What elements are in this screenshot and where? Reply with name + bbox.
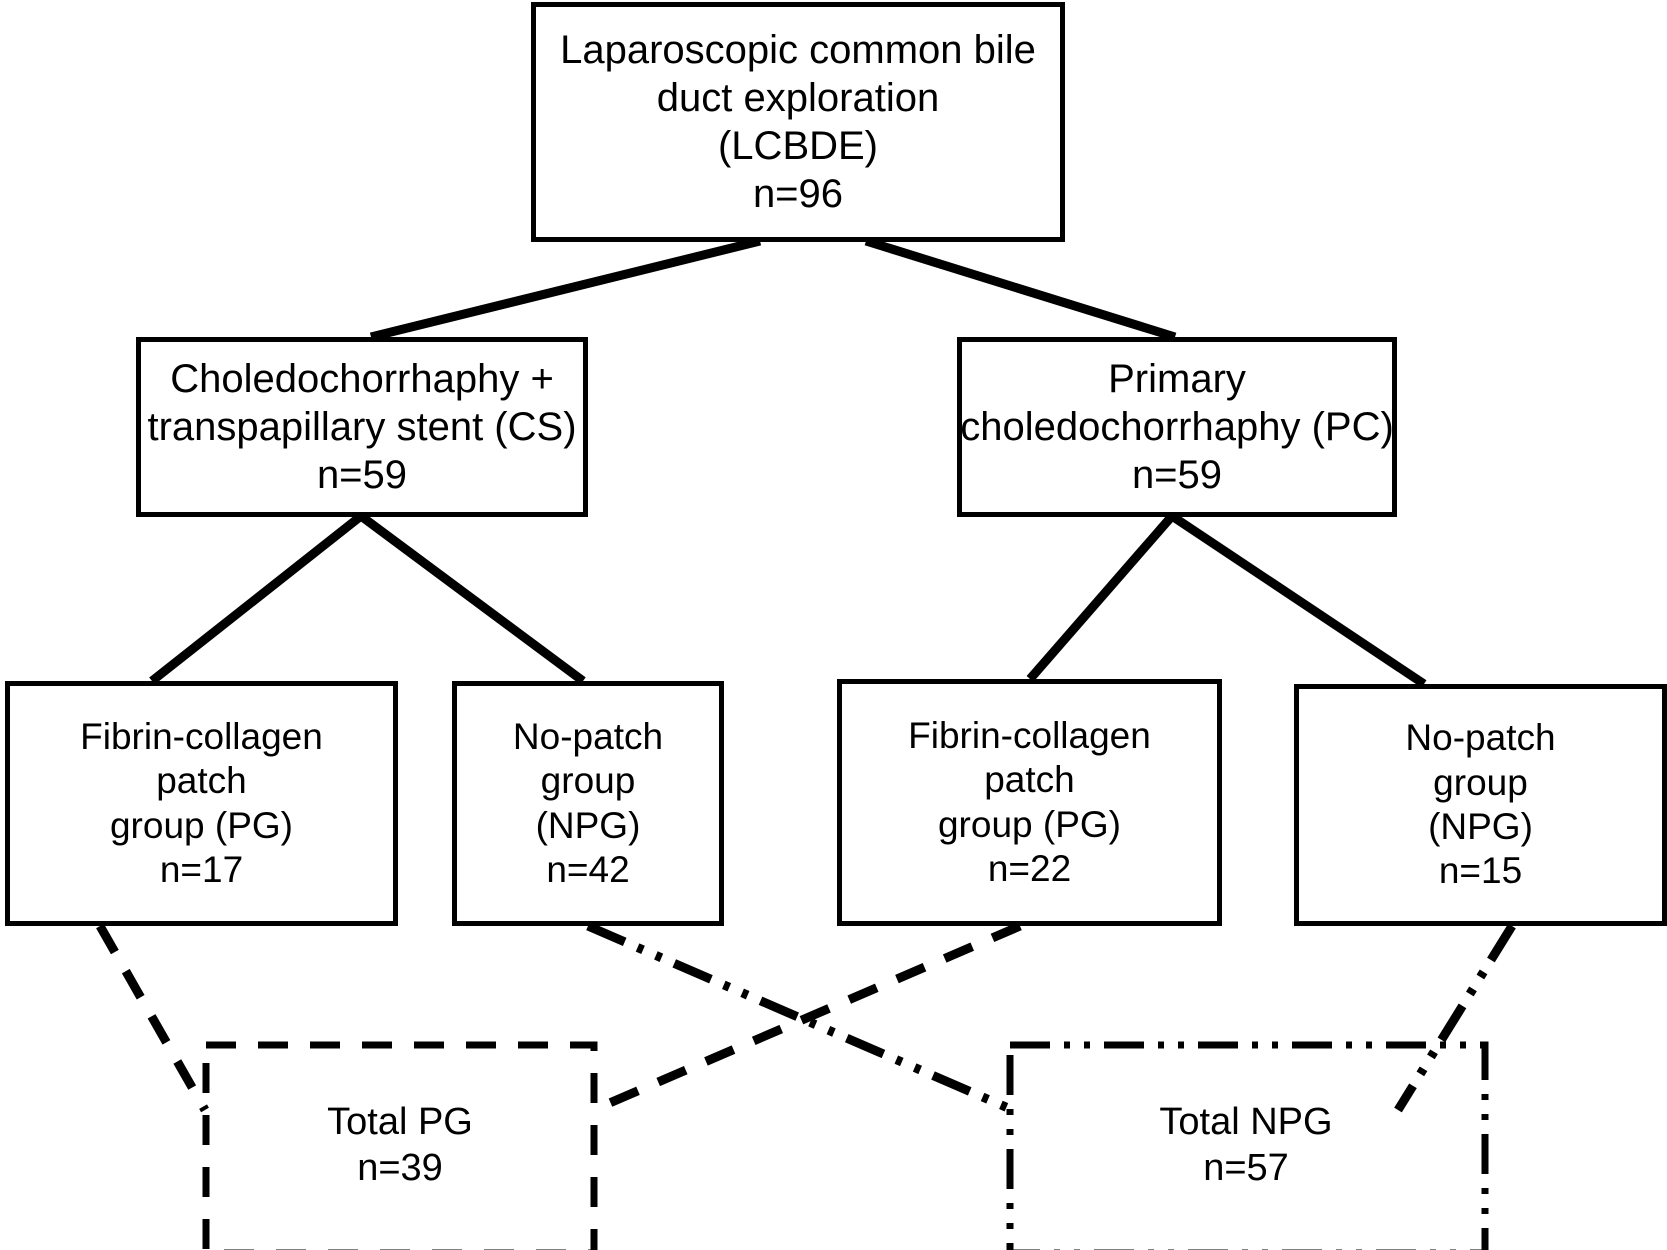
- node-pc-count: n=59: [1131, 453, 1223, 497]
- edge-root-to-pc: [864, 236, 1177, 342]
- node-cs-npg-line-1: No-patch: [512, 715, 664, 757]
- edge-cs-to-cs-npg: [358, 512, 586, 685]
- edge-cs-pg-to-total-pg: [96, 923, 209, 1113]
- node-choledochorrhaphy-stent[interactable]: Choledochorrhaphy + transpapillary stent…: [136, 337, 588, 517]
- edge-cs-npg-to-total-npg: [586, 921, 1010, 1113]
- node-cs-npg-count: n=42: [546, 848, 630, 890]
- node-cs-npg-line-3: (NPG): [535, 804, 641, 846]
- node-pc-npg-line-1: No-patch: [1405, 717, 1556, 759]
- node-total-npg-label: Total NPG: [1159, 1101, 1333, 1144]
- node-pc-fibrin-collagen-patch-group[interactable]: Fibrin-collagen patch group (PG) n=22: [837, 679, 1222, 926]
- node-cs-npg-line-2: group: [540, 760, 636, 802]
- edge-pc-pg-to-total-pg: [596, 921, 1022, 1113]
- node-cs-line-1: Choledochorrhaphy +: [170, 357, 554, 401]
- node-pc-pg-line-3: group (PG): [937, 803, 1121, 845]
- node-cs-count: n=59: [316, 453, 408, 497]
- node-cs-fibrin-collagen-patch-group[interactable]: Fibrin-collagen patch group (PG) n=17: [5, 681, 398, 926]
- node-cs-pg-line-1: Fibrin-collagen: [80, 715, 323, 757]
- edge-pc-to-pc-pg: [1026, 513, 1176, 682]
- node-lcbde-line-3: (LCBDE): [717, 124, 879, 168]
- edge-root-to-cs: [369, 236, 762, 342]
- node-pc-npg-line-2: group: [1433, 761, 1528, 803]
- edge-pc-to-pc-npg: [1169, 512, 1427, 688]
- node-lcbde-line-1: Laparoscopic common bile: [560, 28, 1036, 72]
- edge-cs-to-cs-pg: [149, 512, 364, 685]
- node-pc-pg-line-2: patch: [984, 759, 1075, 801]
- node-cs-no-patch-group[interactable]: No-patch group (NPG) n=42: [452, 681, 724, 926]
- node-pc-no-patch-group[interactable]: No-patch group (NPG) n=15: [1294, 684, 1667, 926]
- node-total-npg[interactable]: Total NPG n=57: [1007, 1042, 1485, 1250]
- node-pc-pg-line-1: Fibrin-collagen: [908, 714, 1151, 756]
- node-pc-line-2: choledochorrhaphy (PC): [960, 405, 1394, 449]
- node-lcbde-root[interactable]: Laparoscopic common bile duct exploratio…: [531, 2, 1065, 242]
- node-lcbde-count: n=96: [752, 172, 844, 216]
- node-total-npg-count: n=57: [1203, 1147, 1289, 1189]
- node-pc-npg-line-3: (NPG): [1428, 806, 1533, 847]
- node-cs-pg-line-2: patch: [156, 760, 247, 802]
- node-total-pg-label: Total PG: [327, 1101, 473, 1144]
- node-total-pg[interactable]: Total PG n=39: [203, 1042, 597, 1250]
- node-cs-pg-count: n=17: [159, 848, 244, 890]
- node-pc-npg-count: n=15: [1438, 850, 1523, 892]
- node-cs-pg-line-3: group (PG): [109, 804, 293, 846]
- node-lcbde-line-2: duct exploration: [656, 76, 940, 120]
- node-pc-pg-count: n=22: [987, 847, 1072, 889]
- node-cs-line-2: transpapillary stent (CS): [147, 405, 577, 449]
- node-primary-choledochorrhaphy[interactable]: Primary choledochorrhaphy (PC) n=59: [957, 337, 1397, 517]
- node-total-pg-count: n=39: [357, 1147, 443, 1189]
- node-pc-line-1: Primary: [1108, 357, 1246, 401]
